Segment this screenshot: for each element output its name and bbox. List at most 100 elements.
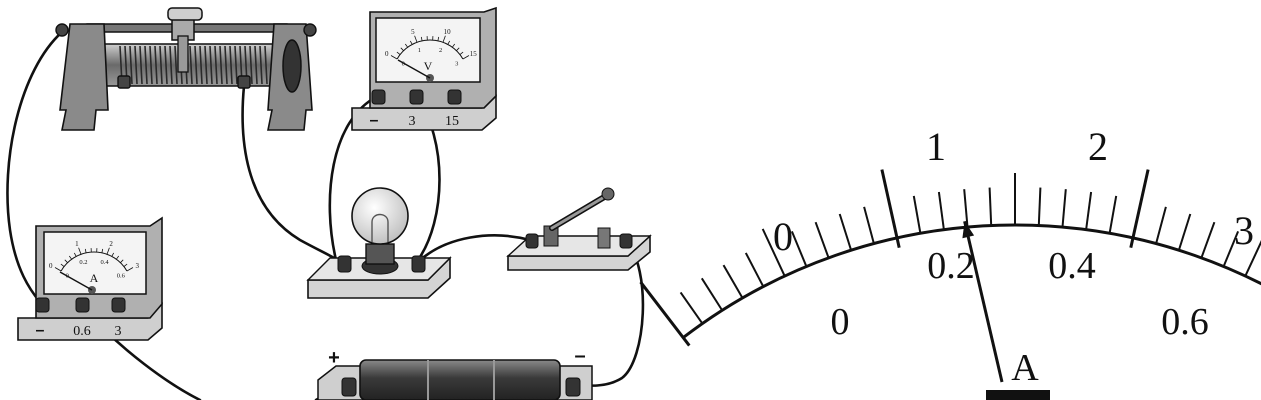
ammeter-dial-minor-tick	[744, 252, 765, 288]
ammeter-dial-minor-tick	[988, 187, 993, 226]
ammeter-terminal-label-3: 3	[115, 324, 122, 339]
meter-tick	[115, 255, 120, 260]
lamp-filament	[371, 213, 389, 242]
coil-turn	[144, 45, 148, 85]
voltmeter-terminal-15[interactable]	[447, 89, 462, 105]
rheostat-left-stand	[59, 23, 109, 131]
meter-scale-bottom-label: 0.4	[101, 259, 110, 266]
voltmeter-terminal-3[interactable]	[409, 89, 424, 105]
battery-terminal-pos[interactable]	[341, 377, 357, 397]
coil-turn	[159, 45, 163, 85]
coil-turn	[199, 45, 203, 85]
coil-turn	[234, 45, 238, 85]
meter-tick	[456, 47, 460, 51]
battery-negative-label: –	[574, 345, 585, 367]
ammeter-dial-minor-tick	[679, 291, 704, 325]
voltmeter-terminal-neg[interactable]	[371, 89, 386, 105]
ammeter-dial-minor-tick	[1177, 213, 1192, 251]
ammeter-dial-arc	[682, 223, 1261, 339]
coil-turn	[209, 45, 213, 85]
coil-turn	[169, 45, 173, 85]
ammeter-dial-minor-tick	[700, 277, 724, 311]
rheostat[interactable]	[55, 7, 317, 131]
meter-tick	[447, 40, 451, 45]
coil-turn	[164, 45, 168, 85]
lamp-terminal-left[interactable]	[337, 255, 352, 273]
switch[interactable]	[506, 187, 652, 271]
battery-terminal-neg[interactable]	[565, 377, 581, 397]
ammeter-dial-minor-tick	[1085, 191, 1093, 230]
lamp-terminal-right[interactable]	[411, 255, 426, 273]
switch-contact	[597, 227, 611, 249]
meter-tick	[404, 43, 409, 48]
meter-scale-top-label: 5	[411, 28, 415, 36]
meter-tick	[400, 47, 404, 51]
ammeter-dial-large: 0 1 2 3 0 0.2 0.4 0.6 A	[639, 124, 1261, 400]
battery[interactable]: + –	[317, 345, 593, 400]
meter-scale-bottom-label: 1	[418, 47, 421, 54]
coil-turn	[194, 45, 198, 85]
coil-turn	[219, 45, 223, 85]
ammeter-dial-minor-tick	[722, 264, 744, 299]
switch-terminal-left[interactable]	[525, 233, 539, 249]
wire-rheostat-to-bulb	[241, 84, 346, 266]
wire-bulb-to-switch	[416, 234, 532, 264]
ammeter-dial-inner-label-0.2: 0.2	[927, 245, 975, 287]
lamp[interactable]	[306, 187, 452, 299]
ammeter-terminal-neg[interactable]	[35, 297, 50, 313]
battery-cells	[359, 359, 561, 400]
ammeter-dial-scale	[639, 169, 1261, 347]
lamp-base	[365, 243, 395, 265]
switch-knob[interactable]	[601, 187, 615, 201]
ammeter-dial-minor-tick	[963, 189, 969, 228]
ammeter-dial-minor-tick	[1155, 206, 1167, 244]
meter-tick	[54, 267, 62, 272]
ammeter-terminal-label-0.6: 0.6	[73, 324, 91, 339]
ammeter-dial-outer-label-2: 2	[1088, 124, 1108, 169]
ammeter-dial-symbol: A	[1011, 347, 1039, 389]
coil-turn	[139, 45, 143, 85]
ammeter-dial-minor-tick	[761, 228, 786, 277]
ammeter-dial-needle	[963, 220, 1004, 383]
lamp-bulb	[351, 187, 409, 245]
meter-tick	[64, 259, 68, 263]
meter-tick	[396, 51, 401, 55]
meter-scale-top-label: 0	[49, 262, 53, 270]
coil-turn	[254, 45, 258, 85]
voltmeter-symbol: V	[424, 59, 433, 73]
meter-scale-top-label: 3	[136, 262, 140, 270]
meter-tick	[414, 35, 418, 43]
meter-tick	[78, 247, 82, 255]
ammeter-dial-minor-tick	[912, 195, 922, 234]
meter-tick	[409, 40, 413, 45]
switch-terminal-right[interactable]	[619, 233, 633, 249]
rheostat-terminal-bottom[interactable]	[237, 75, 251, 89]
meter-tick	[437, 36, 440, 41]
coil-turn	[149, 45, 153, 85]
switch-lever-highlight	[550, 194, 608, 230]
meter-scale-bottom-label: 0.6	[117, 273, 126, 280]
rheostat-slider-knob[interactable]	[167, 7, 203, 21]
ammeter-dial-minor-tick	[1037, 187, 1042, 226]
meter-tick	[126, 267, 134, 272]
ammeter-dial-minor-tick	[1244, 240, 1261, 277]
ammeter-dial-outer-label-3: 3	[1234, 208, 1254, 253]
ammeter-terminal-3[interactable]	[111, 297, 126, 313]
meter-tick	[459, 51, 464, 55]
meter-tick	[451, 43, 456, 48]
ammeter-dial-minor-tick	[1061, 189, 1067, 228]
coil-turn	[264, 45, 268, 85]
coil-turn	[154, 45, 158, 85]
voltmeter-face	[375, 17, 481, 83]
rheostat-terminal-bottom-left[interactable]	[117, 75, 131, 89]
ammeter-dial-minor-tick	[1200, 221, 1216, 259]
ammeter-dial-outer-label-0: 0	[773, 214, 793, 259]
rheostat-terminal-left[interactable]	[55, 23, 69, 37]
meter-tick	[442, 35, 446, 43]
ammeter-terminal-0.6[interactable]	[75, 297, 90, 313]
meter-scale-bottom-label: 2	[439, 47, 442, 54]
rheostat-terminal-right[interactable]	[303, 23, 317, 37]
coil-turn	[229, 45, 233, 85]
